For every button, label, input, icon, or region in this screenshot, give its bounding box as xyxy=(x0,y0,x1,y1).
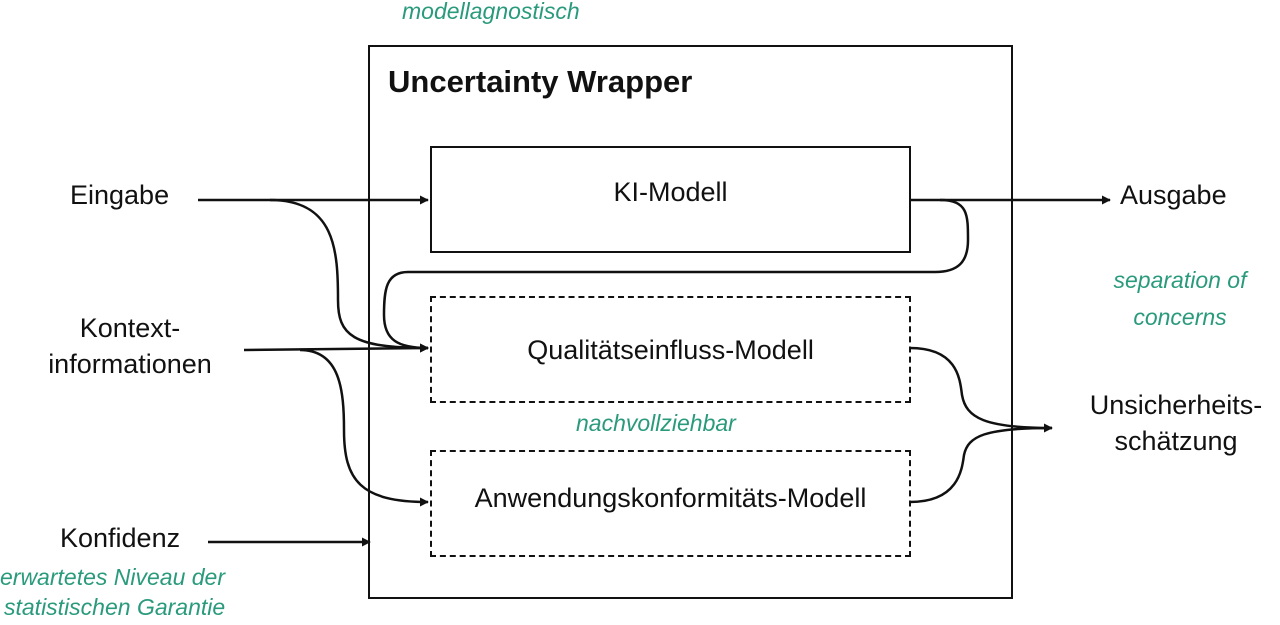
arrow-ki-feedback-to-qualitaet xyxy=(382,198,970,353)
output-unsicherheit-line2: schätzung xyxy=(1114,426,1238,456)
input-kontext-line2: informationen xyxy=(48,349,212,379)
arrow-anwendung-to-unsicherheit xyxy=(909,426,1053,504)
input-kontextinformationen: Kontext- informationen xyxy=(22,310,238,382)
arrow-qualitaet-to-unsicherheit xyxy=(909,346,1053,433)
qualitaetseinfluss-modell-box: Qualitätseinfluss-Modell xyxy=(430,296,911,403)
anwendungskonformitaets-modell-label: Anwendungskonformitäts-Modell xyxy=(474,482,867,513)
annotation-konfidenz-line2: statistischen Garantie xyxy=(4,594,226,620)
annotation-konfidenz-line1: erwartetes Niveau der xyxy=(0,564,225,590)
arrow-kontext-to-qualitaet xyxy=(243,343,429,353)
arrow-kontext-to-anwendung xyxy=(299,348,429,507)
input-konfidenz: Konfidenz xyxy=(60,523,181,553)
annotation-separation-of-concerns: separation of concerns xyxy=(1088,265,1272,332)
annotation-separation-line2: concerns xyxy=(1133,304,1227,330)
annotation-modellagnostisch: modellagnostisch xyxy=(402,0,580,24)
wrapper-title: Uncertainty Wrapper xyxy=(388,64,693,99)
output-unsicherheit-line1: Unsicherheits- xyxy=(1089,390,1263,420)
output-unsicherheitsschaetzung: Unsicherheits- schätzung xyxy=(1072,387,1280,459)
ki-modell-label: KI-Modell xyxy=(613,176,728,207)
output-ausgabe: Ausgabe xyxy=(1120,180,1227,210)
anwendungskonformitaets-modell-box: Anwendungskonformitäts-Modell xyxy=(430,450,911,557)
annotation-nachvollziehbar: nachvollziehbar xyxy=(576,410,736,436)
input-kontext-line1: Kontext- xyxy=(79,313,181,343)
arrow-eingabe-to-qualitaet xyxy=(269,198,429,353)
annotation-konfidenz-description: erwartetes Niveau der statistischen Gara… xyxy=(0,562,225,622)
annotation-separation-line1: separation of xyxy=(1113,267,1247,293)
uncertainty-wrapper-box xyxy=(368,45,1013,599)
qualitaetseinfluss-modell-label: Qualitätseinfluss-Modell xyxy=(527,334,814,365)
ki-modell-box: KI-Modell xyxy=(430,146,911,253)
input-eingabe: Eingabe xyxy=(70,180,170,210)
